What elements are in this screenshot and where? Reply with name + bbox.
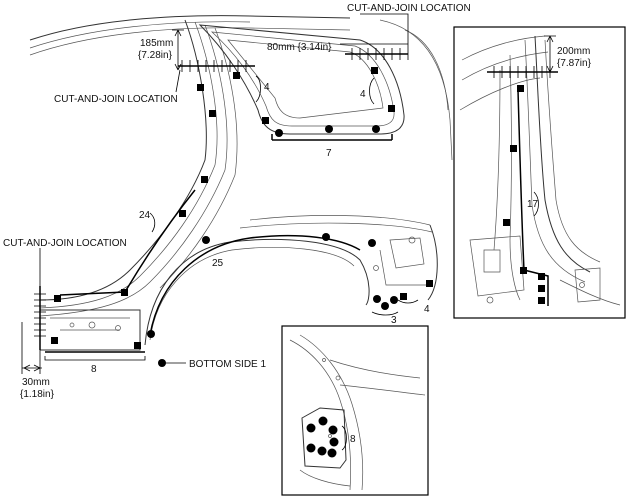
dim-200-mm-label: 200mm bbox=[557, 46, 590, 57]
bracket-25 bbox=[149, 234, 361, 336]
bracket-7 bbox=[271, 134, 393, 141]
dim-185-in-label: {7.28in} bbox=[138, 50, 173, 61]
dim-30-mm-label: 30mm bbox=[22, 377, 50, 388]
dim-80-label: 80mm {3.14in} bbox=[267, 42, 332, 53]
dim-200-in-label: {7.87in} bbox=[557, 58, 592, 69]
spot-welds-round bbox=[147, 125, 398, 367]
dim-30 bbox=[21, 322, 42, 374]
callout-8-inset: 8 bbox=[350, 434, 356, 445]
callout-4-rear: 4 bbox=[424, 304, 430, 315]
dim-185 bbox=[172, 29, 184, 71]
callout-3: 3 bbox=[391, 315, 397, 326]
callout-25: 25 bbox=[212, 258, 224, 269]
callout-4-window-left: 4 bbox=[264, 82, 270, 93]
dim-30-in-label: {1.18in} bbox=[20, 389, 55, 400]
bottom-side-label: BOTTOM SIDE 1 bbox=[189, 359, 266, 370]
callout-4-window-right: 4 bbox=[360, 89, 366, 100]
inset-bottom bbox=[281, 325, 429, 496]
inset-pillar bbox=[453, 26, 626, 319]
callout-7: 7 bbox=[326, 148, 332, 159]
callout-17: 17 bbox=[527, 199, 539, 210]
bracket-24 bbox=[59, 189, 196, 296]
cut-line-roof bbox=[178, 60, 255, 72]
callout-8-sill: 8 bbox=[91, 364, 97, 375]
cut-join-label-mid: CUT-AND-JOIN LOCATION bbox=[54, 94, 178, 105]
cut-join-label-left: CUT-AND-JOIN LOCATION bbox=[3, 238, 127, 249]
cut-line-window-right bbox=[345, 40, 409, 60]
cut-join-label-top: CUT-AND-JOIN LOCATION bbox=[347, 3, 471, 14]
dim-185-mm-label: 185mm bbox=[140, 38, 173, 49]
cut-line-left bbox=[34, 286, 46, 350]
callout-24: 24 bbox=[139, 210, 151, 221]
spot-welds-square bbox=[51, 67, 433, 349]
